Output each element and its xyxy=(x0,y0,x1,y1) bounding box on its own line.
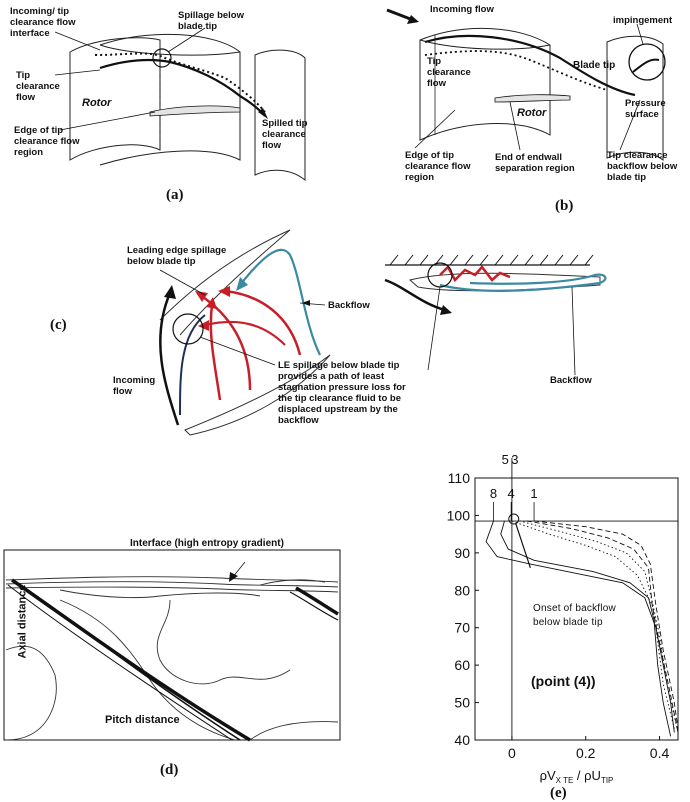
panel-b: Incoming flow impingement Tip clearance … xyxy=(345,0,690,225)
x-tick-label: 0.2 xyxy=(576,745,596,761)
panel-c: (c) Leading edge spillage below blade ti… xyxy=(0,225,690,440)
label-tip-flow: Tip clearance flow xyxy=(16,70,60,103)
label-d-axial: Axial distance xyxy=(16,584,29,659)
label-b-blade-tip: Blade tip xyxy=(573,60,616,71)
y-tick-label: 90 xyxy=(454,545,470,561)
label-b-impingement: impingement xyxy=(613,15,673,26)
series-line-3 xyxy=(511,520,675,729)
label-c-backflow-left: Backflow xyxy=(328,300,370,311)
y-tick-label: 50 xyxy=(454,695,470,711)
label-c-le-note: LE spillage below blade tip provides a p… xyxy=(278,360,406,426)
panel-e-label: (e) xyxy=(550,785,567,801)
label-e-onset: Onset of backflow below blade tip xyxy=(533,603,616,628)
label-c-incoming: Incoming flow xyxy=(113,375,156,397)
panel-a: Incoming/ tip clearance flow interface S… xyxy=(0,0,345,215)
blade-c-lower xyxy=(184,354,331,436)
blade-b-main xyxy=(419,27,551,141)
x-tick-label: 0.4 xyxy=(650,745,670,761)
x-axis-label: ρVX TE / ρUTIP xyxy=(540,768,614,785)
label-b-endwall: End of endwall separation region xyxy=(495,152,575,174)
le-spillage-circle xyxy=(172,313,204,345)
label-c-le-spillage: Leading edge spillage below blade tip xyxy=(127,245,227,267)
rotor-blade-right xyxy=(254,49,306,182)
y-tick-label: 70 xyxy=(454,620,470,636)
interface-line xyxy=(94,52,266,113)
y-tick-label: 80 xyxy=(454,582,470,598)
onset-leader xyxy=(515,522,531,569)
panel-b-label: (b) xyxy=(555,198,574,214)
label-rotor: Rotor xyxy=(82,97,112,109)
rotor-blade-center xyxy=(99,33,241,166)
panel-d-label: (d) xyxy=(160,762,179,778)
panel-d: Interface (high entropy gradient) Axial … xyxy=(0,530,345,801)
label-d-interface: Interface (high entropy gradient) xyxy=(130,538,284,549)
flow-path-b xyxy=(424,34,636,97)
series-line-5 xyxy=(526,520,679,733)
label-d-pitch: Pitch distance xyxy=(105,714,180,726)
point-label: 1 xyxy=(530,486,537,501)
label-e-point: (point (4)) xyxy=(531,673,596,689)
plot-frame xyxy=(474,477,679,741)
label-b-pressure: Pressure surface xyxy=(625,98,666,120)
tip-flow-zigzag xyxy=(439,264,511,283)
panel-a-diagram xyxy=(54,27,306,182)
y-tick-label: 60 xyxy=(454,657,470,673)
label-b-incoming: Incoming flow xyxy=(430,4,494,15)
point-label: 3 xyxy=(511,452,518,467)
label-b-tip-flow: Tip clearance flow xyxy=(427,56,471,89)
backflow-curve-left xyxy=(239,248,321,356)
y-tick-label: 110 xyxy=(448,470,471,486)
rotor-blade-left xyxy=(69,37,161,161)
series-line-6 xyxy=(534,520,679,729)
y-tick-label: 100 xyxy=(447,507,471,523)
spillage-circle xyxy=(152,48,172,68)
panel-d-contour xyxy=(3,549,341,742)
impingement-circle xyxy=(628,43,666,81)
label-b-edge: Edge of tip clearance flow region xyxy=(405,150,471,183)
point-label: 5 xyxy=(502,452,509,467)
panel-a-label: (a) xyxy=(166,187,184,203)
label-spillage: Spillage below blade tip xyxy=(178,10,244,32)
series-line-1 xyxy=(500,520,672,737)
onset-marker xyxy=(508,513,520,525)
label-edge: Edge of tip clearance flow region xyxy=(14,125,80,158)
panel-c-label: (c) xyxy=(50,317,67,333)
label-c-backflow-right: Backflow xyxy=(550,375,592,386)
blade-b-right xyxy=(606,35,664,162)
label-b-backflow: Tip clearance backflow below blade tip xyxy=(607,150,678,183)
panel-c-diagram xyxy=(159,229,607,436)
series-line-2 xyxy=(485,520,675,733)
tip-clearance-wedge xyxy=(149,105,241,117)
label-incoming-interface: Incoming/ tip clearance flow interface xyxy=(10,6,76,39)
blade-d-right xyxy=(295,586,339,616)
point-label: 8 xyxy=(490,486,497,501)
point-label: 4 xyxy=(508,486,515,501)
x-tick-label: 0 xyxy=(508,745,516,761)
label-spilled: Spilled tip clearance flow xyxy=(262,118,308,151)
label-b-rotor: Rotor xyxy=(517,107,547,119)
tip-flow-path xyxy=(99,58,266,117)
y-tick-label: 40 xyxy=(454,732,470,748)
panel-b-diagram xyxy=(386,8,666,162)
backflow-curve-right xyxy=(439,273,607,292)
